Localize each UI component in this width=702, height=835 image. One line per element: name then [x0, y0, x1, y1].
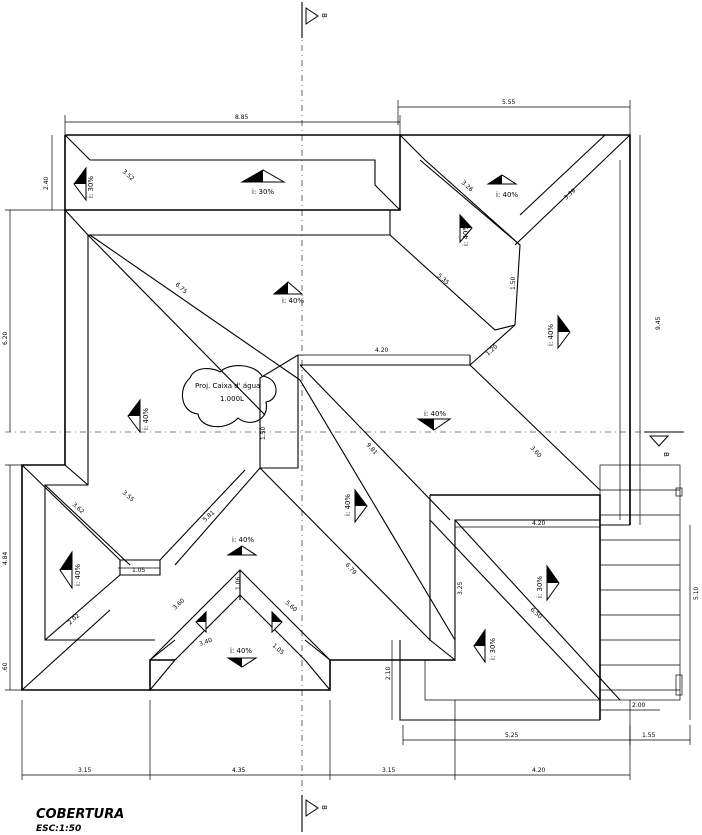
dim-ridge-b: 6.75 [174, 281, 189, 295]
roof-outline [21, 134, 631, 721]
dim-left-bottom: .60 [2, 662, 9, 672]
dim-ridge-q: 3.40 [198, 637, 213, 648]
dim-left-top: 2.40 [43, 176, 50, 190]
svg-text:i: 40%: i: 40% [232, 536, 254, 544]
svg-text:i: 40%: i: 40% [344, 494, 352, 516]
slope-arrow-bottom-center-left [195, 610, 207, 634]
dim-ridge-k: 5.81 [202, 509, 217, 523]
dim-ridge-l: 3.55 [121, 489, 136, 503]
dim-ridge-u: 1.05 [132, 567, 146, 574]
svg-text:i: 30%: i: 30% [252, 188, 274, 196]
slope-arrow-upper-mid: i: 40% [459, 213, 473, 246]
slope-arrow-bottom-center-top: i: 40% [226, 536, 258, 556]
dim-ridge-n: 2.02 [67, 612, 82, 626]
slope-arrow-lower-right-small: i: 30% [473, 628, 497, 664]
dim-ridge-s: 6.50 [529, 606, 544, 620]
slope-arrow-top-left: i: 30% [240, 169, 286, 196]
stair-hatch [599, 464, 683, 701]
slope-arrow-upper-left: i: 30% [73, 166, 95, 202]
slope-arrow-center-right: i: 40% [416, 410, 452, 431]
dim-right-lower: 5.10 [693, 586, 700, 600]
dim-ridge-p: 5.60 [284, 599, 299, 613]
dim-center-span: 4.20 [375, 347, 389, 354]
svg-text:i: 40%: i: 40% [496, 191, 518, 199]
water-tank-outline [181, 365, 277, 428]
slope-arrow-right-upper: i: 40% [547, 314, 571, 350]
svg-text:i: 40%: i: 40% [142, 408, 150, 430]
dim-bottom-right-3: 2.00 [632, 702, 646, 709]
svg-text:i: 40%: i: 40% [547, 324, 555, 346]
dim-ridge-w: 1.06 [235, 576, 242, 590]
section-marker-bottom: B [301, 795, 328, 832]
drawing-scale: ESC:1:50 [36, 824, 81, 834]
svg-text:i: 40%: i: 40% [230, 647, 252, 655]
slope-arrow-center-mid: i: 40% [344, 488, 368, 524]
svg-text:i: 30%: i: 30% [87, 176, 95, 198]
dim-lower-right-span: 4.20 [532, 520, 546, 527]
dim-bottom-right-2: 1.55 [642, 732, 656, 739]
dim-ridge-m: 3.62 [71, 501, 86, 515]
slope-arrow-bottom-center-bottom: i: 40% [226, 647, 258, 668]
slope-arrow-right-lower: i: 30% [536, 564, 560, 602]
dim-ridge-a: 3.52 [121, 168, 136, 182]
svg-text:i: 40%: i: 40% [462, 224, 470, 246]
dim-bottom-2: 4.35 [232, 767, 246, 774]
dim-bottom-right-1: 5.25 [505, 732, 519, 739]
dim-right-small: 2.10 [385, 666, 392, 680]
slope-arrow-bottom-center-right [271, 610, 283, 634]
dim-ridge-e: 5.35 [436, 272, 451, 286]
dim-ridge-f: 1.50 [510, 276, 517, 290]
dim-ridge-d: 3.39 [563, 187, 578, 201]
dim-ridge-g: 1.20 [485, 343, 500, 357]
dim-top-right-width: 5.55 [502, 99, 516, 106]
svg-text:i: 30%: i: 30% [489, 638, 497, 660]
slope-arrow-center-top: i: 40% [272, 281, 304, 305]
dim-left-lower: 4.84 [2, 551, 9, 565]
svg-text:i: 40%: i: 40% [424, 410, 446, 418]
water-tank-label: Proj. Caixa d' água [195, 382, 260, 390]
dim-ridge-r: 1.05 [271, 642, 286, 656]
dim-ridge-o: 3.60 [172, 597, 187, 611]
dim-left-total: 6.20 [2, 331, 9, 345]
svg-text:i: 40%: i: 40% [282, 297, 304, 305]
dim-ridge-j: 3.60 [529, 445, 543, 460]
dim-ridge-c: 3.26 [460, 179, 475, 193]
slope-arrow-top-right: i: 40% [486, 174, 518, 199]
dim-ridge-h: 1.50 [260, 426, 267, 440]
dim-right-total: 9.45 [655, 316, 662, 330]
dim-bottom-4: 4.20 [532, 767, 546, 774]
svg-text:i: 30%: i: 30% [536, 576, 544, 598]
slope-arrow-left-mid: i: 40% [127, 398, 150, 434]
dim-top-width: 8.85 [235, 114, 249, 121]
dim-bottom-1: 3.15 [78, 767, 92, 774]
drawing-title: COBERTURA [36, 807, 124, 822]
svg-text:B: B [320, 805, 328, 810]
section-marker-top: B [301, 2, 328, 38]
dim-ridge-v: 6.79 [344, 562, 358, 577]
svg-text:i: 40%: i: 40% [74, 564, 82, 586]
dimension-lines [5, 100, 691, 780]
section-marker-right: B [644, 431, 684, 457]
dim-bottom-3: 3.15 [382, 767, 396, 774]
slope-arrow-bottom-left: i: 40% [59, 550, 82, 590]
svg-text:B: B [320, 13, 328, 18]
svg-text:B: B [662, 452, 670, 457]
water-tank-capacity: 1.000L [220, 395, 244, 403]
dim-ridge-t: 3.25 [457, 581, 464, 595]
